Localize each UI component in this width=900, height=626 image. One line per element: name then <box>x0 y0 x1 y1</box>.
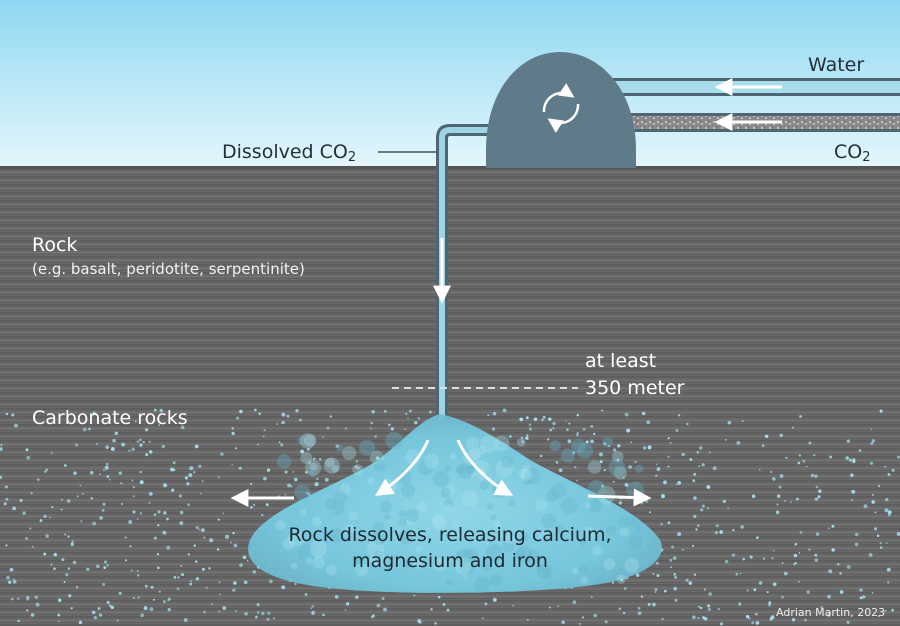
rock-label: Rock <box>32 234 78 256</box>
dissolution-label: Rock dissolves, releasing calcium, magne… <box>250 522 650 574</box>
circular-arrows-icon <box>542 83 580 133</box>
flow-arrow-right-icon <box>456 439 514 496</box>
dissolution-label-line1: Rock dissolves, releasing calcium, <box>288 524 612 546</box>
plume-texture <box>275 431 644 593</box>
depth-label-line2: 350 meter <box>585 377 685 399</box>
mixing-dome <box>486 52 636 168</box>
rock-examples-label: (e.g. basalt, peridotite, serpentinite) <box>32 260 305 278</box>
injection-pipe <box>439 127 492 420</box>
outflow-arrow-right-icon <box>587 488 652 507</box>
flow-arrow-left-icon <box>374 439 430 496</box>
carbonate-rocks-label: Carbonate rocks <box>32 407 188 429</box>
dissolved-co2-label: Dissolved CO2 <box>222 141 357 165</box>
credit: Adrian Martin, 2023 <box>776 606 886 619</box>
dissolution-plume <box>248 414 662 593</box>
water-label: Water <box>808 54 865 76</box>
dissolution-label-line2: magnesium and iron <box>352 550 548 572</box>
depth-label-line1: at least <box>585 350 657 372</box>
co2-label: CO2 <box>834 141 871 165</box>
ground-surface <box>0 166 900 169</box>
